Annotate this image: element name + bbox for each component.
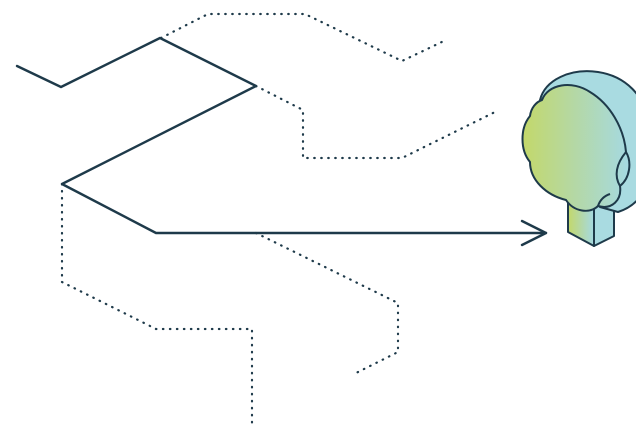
tree-icon [523, 71, 636, 246]
main-route-line [17, 38, 546, 233]
dotted-path-top [161, 14, 446, 61]
dotted-path-middle [256, 86, 495, 158]
dotted-path-left-down [62, 184, 252, 425]
dotted-paths [62, 14, 495, 425]
dotted-path-right-down [256, 233, 398, 374]
